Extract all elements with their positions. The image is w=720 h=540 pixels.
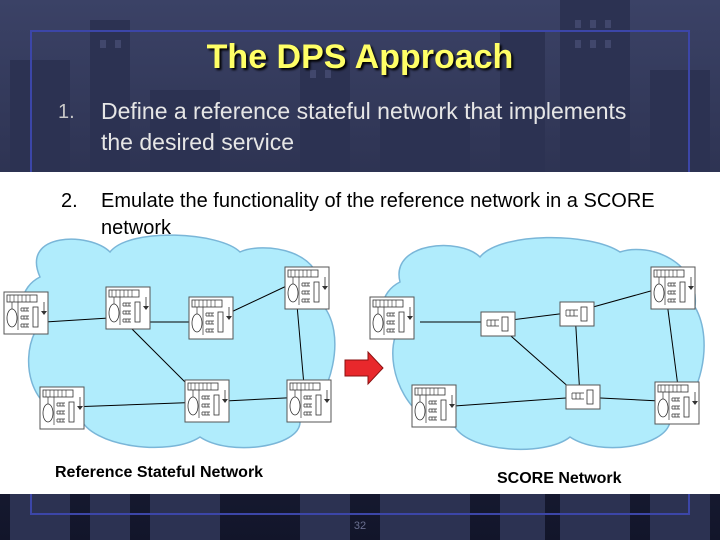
slide-title: The DPS Approach [0, 38, 720, 77]
page-number: 32 [0, 520, 720, 532]
right-edge-router-1 [370, 297, 414, 339]
reference-network-caption: Reference Stateful Network [55, 464, 263, 482]
left-router-2 [106, 287, 150, 329]
step-1-text: Define a reference stateful network that… [101, 96, 661, 158]
emulation-arrow-icon [345, 352, 383, 384]
step-1-number: 1. [58, 101, 75, 124]
left-router-6 [185, 380, 229, 422]
right-edge-router-4 [651, 267, 695, 309]
left-edge-router-5 [40, 387, 84, 429]
left-router-3 [189, 297, 233, 339]
right-core-router-6 [566, 385, 600, 409]
network-diagram [0, 172, 720, 494]
right-edge-router-7 [655, 382, 699, 424]
score-network-caption: SCORE Network [497, 470, 621, 488]
left-edge-router-7 [287, 380, 331, 422]
right-core-router-2 [481, 312, 515, 336]
left-edge-router-1 [4, 292, 48, 334]
left-edge-router-4 [285, 267, 329, 309]
right-edge-router-5 [412, 385, 456, 427]
right-core-router-3 [560, 302, 594, 326]
